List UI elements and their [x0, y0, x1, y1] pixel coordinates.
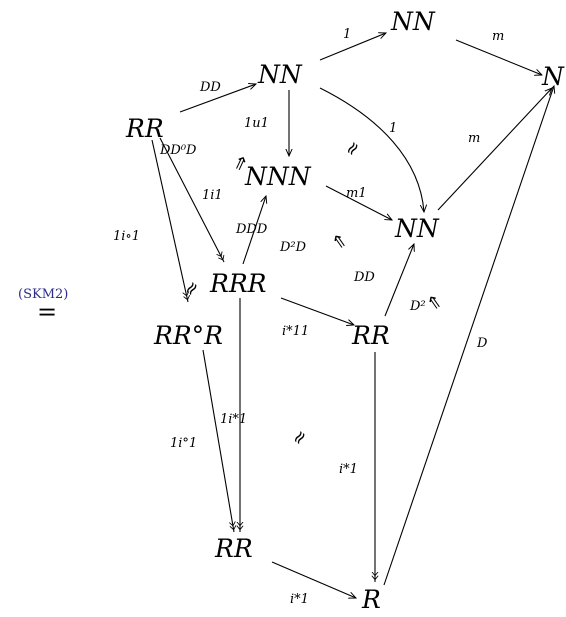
node-rr-mid: RR: [351, 321, 390, 350]
edge-nn-upper-to-nn-mid-curve: [319, 87, 424, 212]
edges: [151, 33, 554, 598]
node-n-right: N: [541, 62, 565, 91]
label-1u1: 1u1: [244, 116, 269, 131]
label-m1: m1: [346, 186, 367, 201]
node-r-bottom: R: [361, 585, 381, 614]
edge-rr-to-rrcircr: [151, 139, 188, 303]
label-i11: i*11: [282, 324, 309, 339]
edge-rrr-to-nnn: [242, 196, 266, 265]
label-i1-bottom: i*1: [290, 592, 309, 607]
edge-rr-bottom-to-r: [271, 561, 356, 598]
equation-marker: (SKM2) =: [18, 287, 68, 326]
edge-nnn-to-nn-mid: [325, 185, 392, 220]
node-nn-top: NN: [390, 7, 436, 36]
node-rr-bottom: RR: [214, 534, 253, 563]
edge-rr-mid-to-nn-mid: [384, 244, 414, 317]
label-i1-right: i*1: [339, 462, 358, 477]
label-dd-top: DD: [199, 80, 221, 95]
label-1idegree1: 1i°1: [170, 436, 197, 451]
label-ddd: DDD: [235, 222, 268, 237]
double-arrow-d2: ⇑: [423, 290, 447, 316]
equals-sign: =: [37, 298, 57, 326]
label-1icirc1: 1i∘1: [113, 229, 140, 244]
node-rr-left: RR: [125, 114, 164, 143]
label-1i1: 1i1: [202, 188, 223, 203]
label-1-top: 1: [343, 27, 351, 42]
label-dd0d: DD⁰D: [159, 143, 197, 158]
edge-nn-top-to-n: [455, 39, 542, 75]
edge-labels: 1 m DD 1u1 1 m DD⁰D 1i1 m1 DDD D²D 1i∘1 …: [113, 27, 504, 607]
node-rr-circ-r: RR°R: [153, 321, 223, 350]
double-arrow-d2d: ⇑: [328, 229, 352, 255]
label-d: D: [476, 336, 488, 351]
edge-nn-mid-to-n: [437, 88, 552, 211]
label-d2: D²: [409, 299, 426, 314]
edge-nn-upper-to-nn-top: [319, 33, 386, 61]
edge-rr-to-nn-upper: [179, 84, 256, 113]
node-nnn: NNN: [244, 162, 312, 191]
edge-rr-to-rrr: [159, 137, 225, 263]
nodes: NN N NN RR NNN NN RRR RR°R RR RR R: [125, 7, 565, 614]
label-m-right: m: [468, 131, 480, 146]
label-dd-mid: DD: [353, 270, 375, 285]
node-rrr: RRR: [209, 269, 266, 298]
edge-rrcircr-to-rr-bottom: [202, 349, 234, 533]
node-nn-upper: NN: [257, 60, 303, 89]
node-nn-mid: NN: [394, 214, 440, 243]
iso-lower: ≈: [287, 425, 313, 449]
edge-rrr-to-rr-mid: [280, 297, 354, 325]
label-1-curve: 1: [389, 121, 397, 136]
label-d2d: D²D: [279, 240, 307, 255]
label-1i1-vertical: 1i*1: [220, 412, 247, 427]
label-m-top: m: [492, 29, 504, 44]
edge-r-to-n: [383, 86, 554, 586]
iso-upper: ≈: [340, 136, 366, 160]
equation-tag: (SKM2): [18, 287, 68, 302]
